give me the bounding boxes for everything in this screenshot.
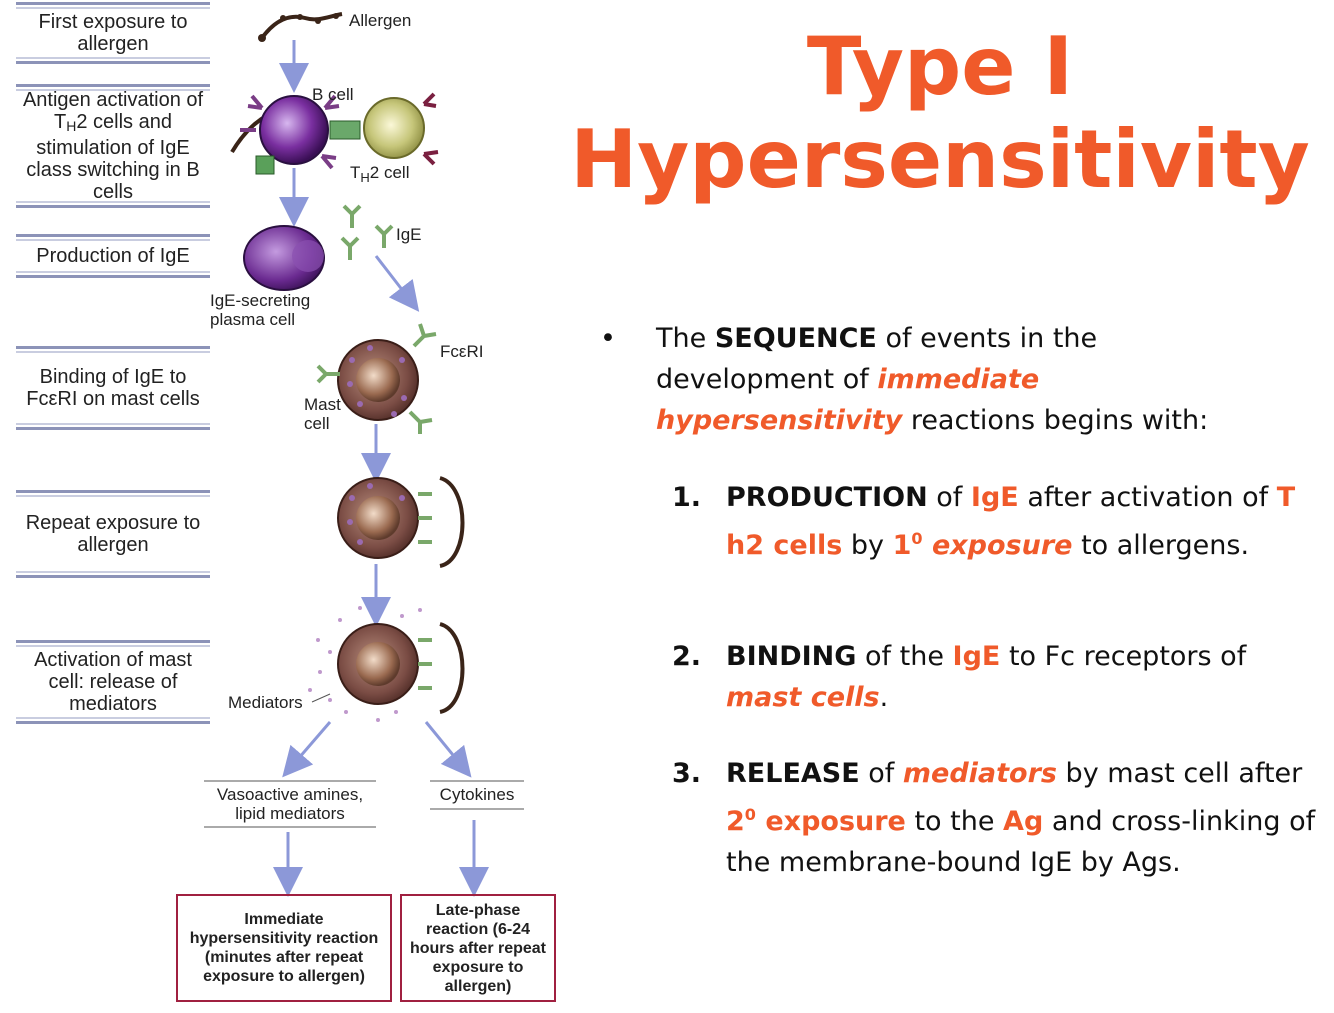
th2-cell-label: TH2 cell [350,163,409,185]
mast-cell-label-2: cell [304,414,330,433]
plasma-cell-label-2: plasma cell [210,310,295,329]
step-first-exposure: First exposure to allergen [16,2,210,64]
immediate-reaction-label: Immediate hypersensitivity reaction (min… [189,911,379,985]
fceri-label: FcεRI [440,342,483,361]
step-label: First exposure to allergen [38,11,188,55]
item-text: PRODUCTION of IgE after activation of T … [726,482,1296,561]
late-phase-box: Late-phase reaction (6-24 hours after re… [400,894,556,1002]
item-number: 1. [672,482,702,513]
step-repeat-exposure: Repeat exposure to allergen [16,490,210,578]
step-production-ige: Production of IgE [16,234,210,278]
step-label: Binding of IgE to FcεRI on mast cells [26,366,200,410]
step-antigen-activation: Antigen activation of TH2 cells and stim… [16,84,210,208]
item-text: BINDING of the IgE to Fc receptors of ma… [726,641,1247,713]
ige-antibody-icon [340,204,394,260]
plasma-cell-label-1: IgE-secreting [210,291,310,310]
hypersensitivity-diagram: Allergen B cell TH2 cell IgE-secreting p… [210,11,489,897]
mast-cell-label-1: Mast [304,395,341,414]
step-label: Repeat exposure to allergen [25,512,201,556]
step-label: Production of IgE [36,245,190,267]
step-binding-ige: Binding of IgE to FcεRI on mast cells [16,346,210,430]
step-label: Activation of mast cell: release of medi… [34,649,192,715]
ige-label: IgE [396,225,422,244]
late-phase-label: Late-phase reaction (6-24 hours after re… [409,901,547,995]
cytokines-label: Cytokines [439,785,515,804]
page-title-line1: Type I [806,20,1074,113]
vasoactive-box: Vasoactive amines, lipid mediators [204,780,376,828]
th2-cell-icon [363,97,425,159]
mediators-label: Mediators [228,693,303,712]
allergen-label: Allergen [349,11,411,30]
bullet-text: The SEQUENCE of events in the developmen… [656,323,1209,436]
step-activation-mast: Activation of mast cell: release of medi… [16,640,210,724]
b-cell-label: B cell [312,85,354,104]
cytokines-box: Cytokines [430,780,524,810]
item-number: 2. [672,641,702,672]
item-number: 3. [672,758,702,789]
page-title-line2: Hypersensitivity [570,113,1310,206]
b-cell-icon [259,95,329,165]
step-label: Antigen activation of TH2 cells and stim… [22,89,204,203]
immediate-reaction-box: Immediate hypersensitivity reaction (min… [176,894,392,1002]
vasoactive-label: Vasoactive amines, lipid mediators [216,785,364,823]
bullet-dot: • [600,323,616,354]
allergen-icon [260,12,343,40]
item-text: RELEASE of mediators by mast cell after … [726,758,1316,878]
